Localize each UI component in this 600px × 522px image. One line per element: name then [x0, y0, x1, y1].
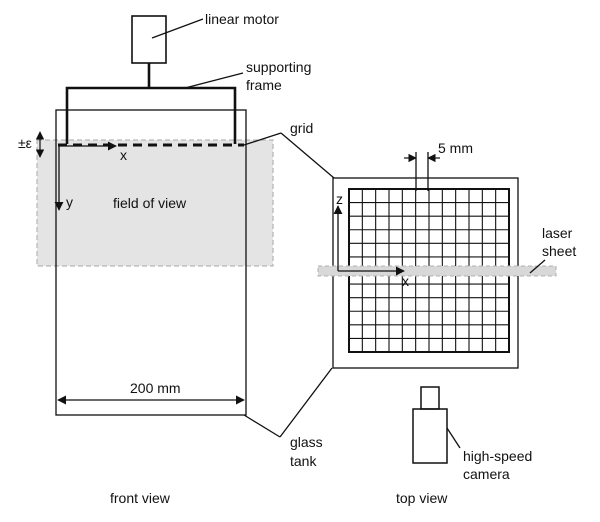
- supporting-label: supporting: [246, 59, 311, 75]
- sheet-label: sheet: [542, 243, 576, 259]
- tank-label: tank: [290, 453, 317, 469]
- epsilon-label: ±ε: [18, 135, 32, 151]
- linear-motor-label: linear motor: [205, 11, 279, 27]
- camera-label: camera: [463, 466, 510, 482]
- grid-label: grid: [290, 120, 313, 136]
- y-front-label: y: [66, 194, 73, 210]
- glass-label: glass: [290, 434, 323, 450]
- tank-leader: [243, 414, 281, 438]
- camera-body: [412, 408, 448, 464]
- x-top-label: x: [402, 273, 409, 289]
- camera-lens: [420, 386, 440, 410]
- laser-leader: [529, 259, 546, 274]
- spacing-label: 5 mm: [438, 140, 473, 156]
- z-top-label: z: [336, 191, 343, 207]
- projection-line-top: [280, 132, 335, 179]
- high-speed-label: high-speed: [463, 448, 532, 464]
- frame-label: frame: [246, 77, 282, 93]
- field-of-view-label: field of view: [113, 195, 187, 211]
- laser-sheet: [317, 265, 557, 277]
- laser-label: laser: [542, 225, 573, 241]
- x-front-label: x: [120, 147, 127, 163]
- linear-motor-box: [131, 15, 167, 64]
- supporting-frame: [65, 86, 237, 144]
- width-label: 200 mm: [130, 380, 181, 396]
- top-view-label: top view: [396, 490, 448, 506]
- motor-leader: [151, 18, 204, 39]
- projection-line-bottom: [279, 367, 333, 438]
- frame-leader: [184, 72, 244, 89]
- field-of-view-region: [36, 139, 274, 267]
- front-view-label: front view: [110, 490, 171, 506]
- glass-tank-front: [55, 109, 247, 416]
- camera-leader: [446, 427, 461, 449]
- grid-leader: [243, 132, 282, 146]
